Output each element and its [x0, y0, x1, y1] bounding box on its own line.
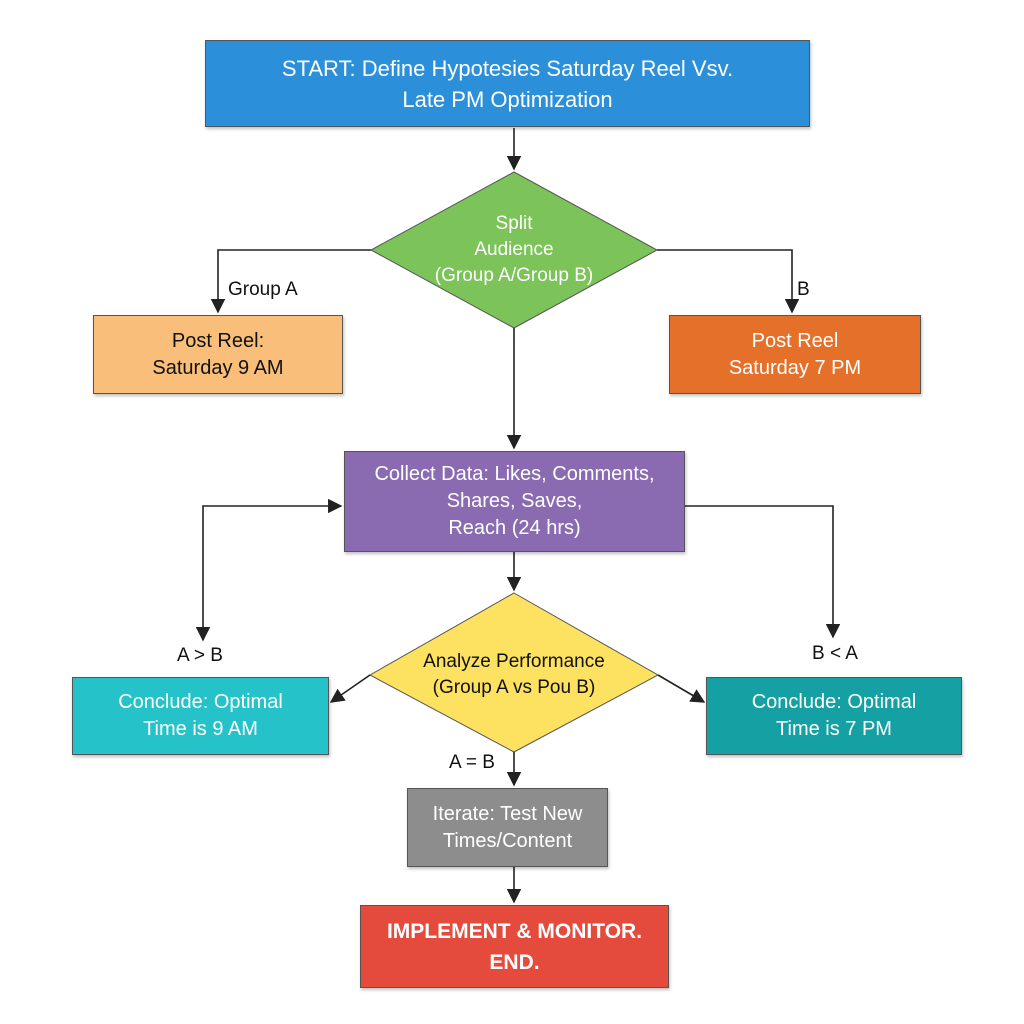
end-line-2: END. [489, 950, 540, 974]
edge-label-a-gt-b: A > B [177, 645, 223, 666]
edge-label-b: B [797, 279, 810, 300]
split-line-2: Audience [474, 239, 554, 260]
start-line-2: Late PM Optimization [402, 86, 613, 112]
connectors [195, 128, 841, 904]
analyze-line-1: Analyze Performance [423, 651, 605, 672]
edge-split-to-post-b [657, 249, 800, 314]
conclude-a-line-2: Time is 9 AM [143, 718, 258, 740]
analyze-performance-text: Analyze Performance (Group A vs Pou B) [384, 640, 644, 710]
post-reel-9am-box[interactable]: Post Reel: Saturday 9 AM [93, 315, 343, 394]
edge-label-group-a: Group A [228, 279, 298, 300]
post-a-line-2: Saturday 9 AM [152, 356, 284, 379]
edge-label-b-lt-a: B < A [812, 643, 858, 664]
edge-label-a-eq-b: A = B [449, 752, 495, 773]
collect-line-2: Shares, Saves, [446, 490, 583, 512]
conclude-b-line-1: Conclude: Optimal [751, 691, 917, 713]
edge-analyze-to-conclude-a [329, 674, 371, 703]
collect-line-1: Collect Data: Likes, Comments, [374, 463, 655, 485]
split-line-1: Split [495, 213, 533, 234]
post-b-line-1: Post Reel [751, 329, 839, 352]
conclude-b-line-2: Time is 7 PM [776, 718, 892, 740]
end-line-1: IMPLEMENT & MONITOR. [386, 919, 643, 943]
start-line-1: START: Define Hypotesies Saturday Reel V… [281, 55, 734, 81]
iterate-line-2: Times/Content [442, 829, 573, 852]
conclude-a-line-1: Conclude: Optimal [118, 691, 283, 713]
post-b-line-2: Saturday 7 PM [728, 356, 862, 379]
edge-collect-loop-left [195, 498, 343, 642]
split-line-3: (Group A/Group B) [434, 265, 594, 286]
collect-line-3: Reach (24 hrs) [448, 517, 581, 539]
conclude-7pm-box[interactable]: Conclude: Optimal Time is 7 PM [706, 677, 962, 755]
collect-data-box[interactable]: Collect Data: Likes, Comments, Shares, S… [344, 451, 685, 552]
split-audience-text: Split Audience (Group A/Group B) [404, 195, 624, 305]
edge-analyze-to-conclude-b [657, 674, 706, 703]
post-a-line-1: Post Reel: [171, 329, 265, 352]
iterate-line-1: Iterate: Test New [432, 802, 583, 825]
analyze-line-2: (Group A vs Pou B) [432, 677, 596, 698]
edge-collect-to-right [685, 505, 841, 639]
edge-split-to-post-a [210, 249, 371, 314]
start-define-hypotheses-box[interactable]: START: Define Hypotesies Saturday Reel V… [205, 40, 810, 127]
implement-monitor-end-box[interactable]: IMPLEMENT & MONITOR. END. [360, 905, 669, 988]
post-reel-7pm-box[interactable]: Post Reel Saturday 7 PM [669, 315, 921, 394]
conclude-9am-box[interactable]: Conclude: Optimal Time is 9 AM [72, 677, 329, 755]
iterate-test-box[interactable]: Iterate: Test New Times/Content [407, 788, 608, 867]
